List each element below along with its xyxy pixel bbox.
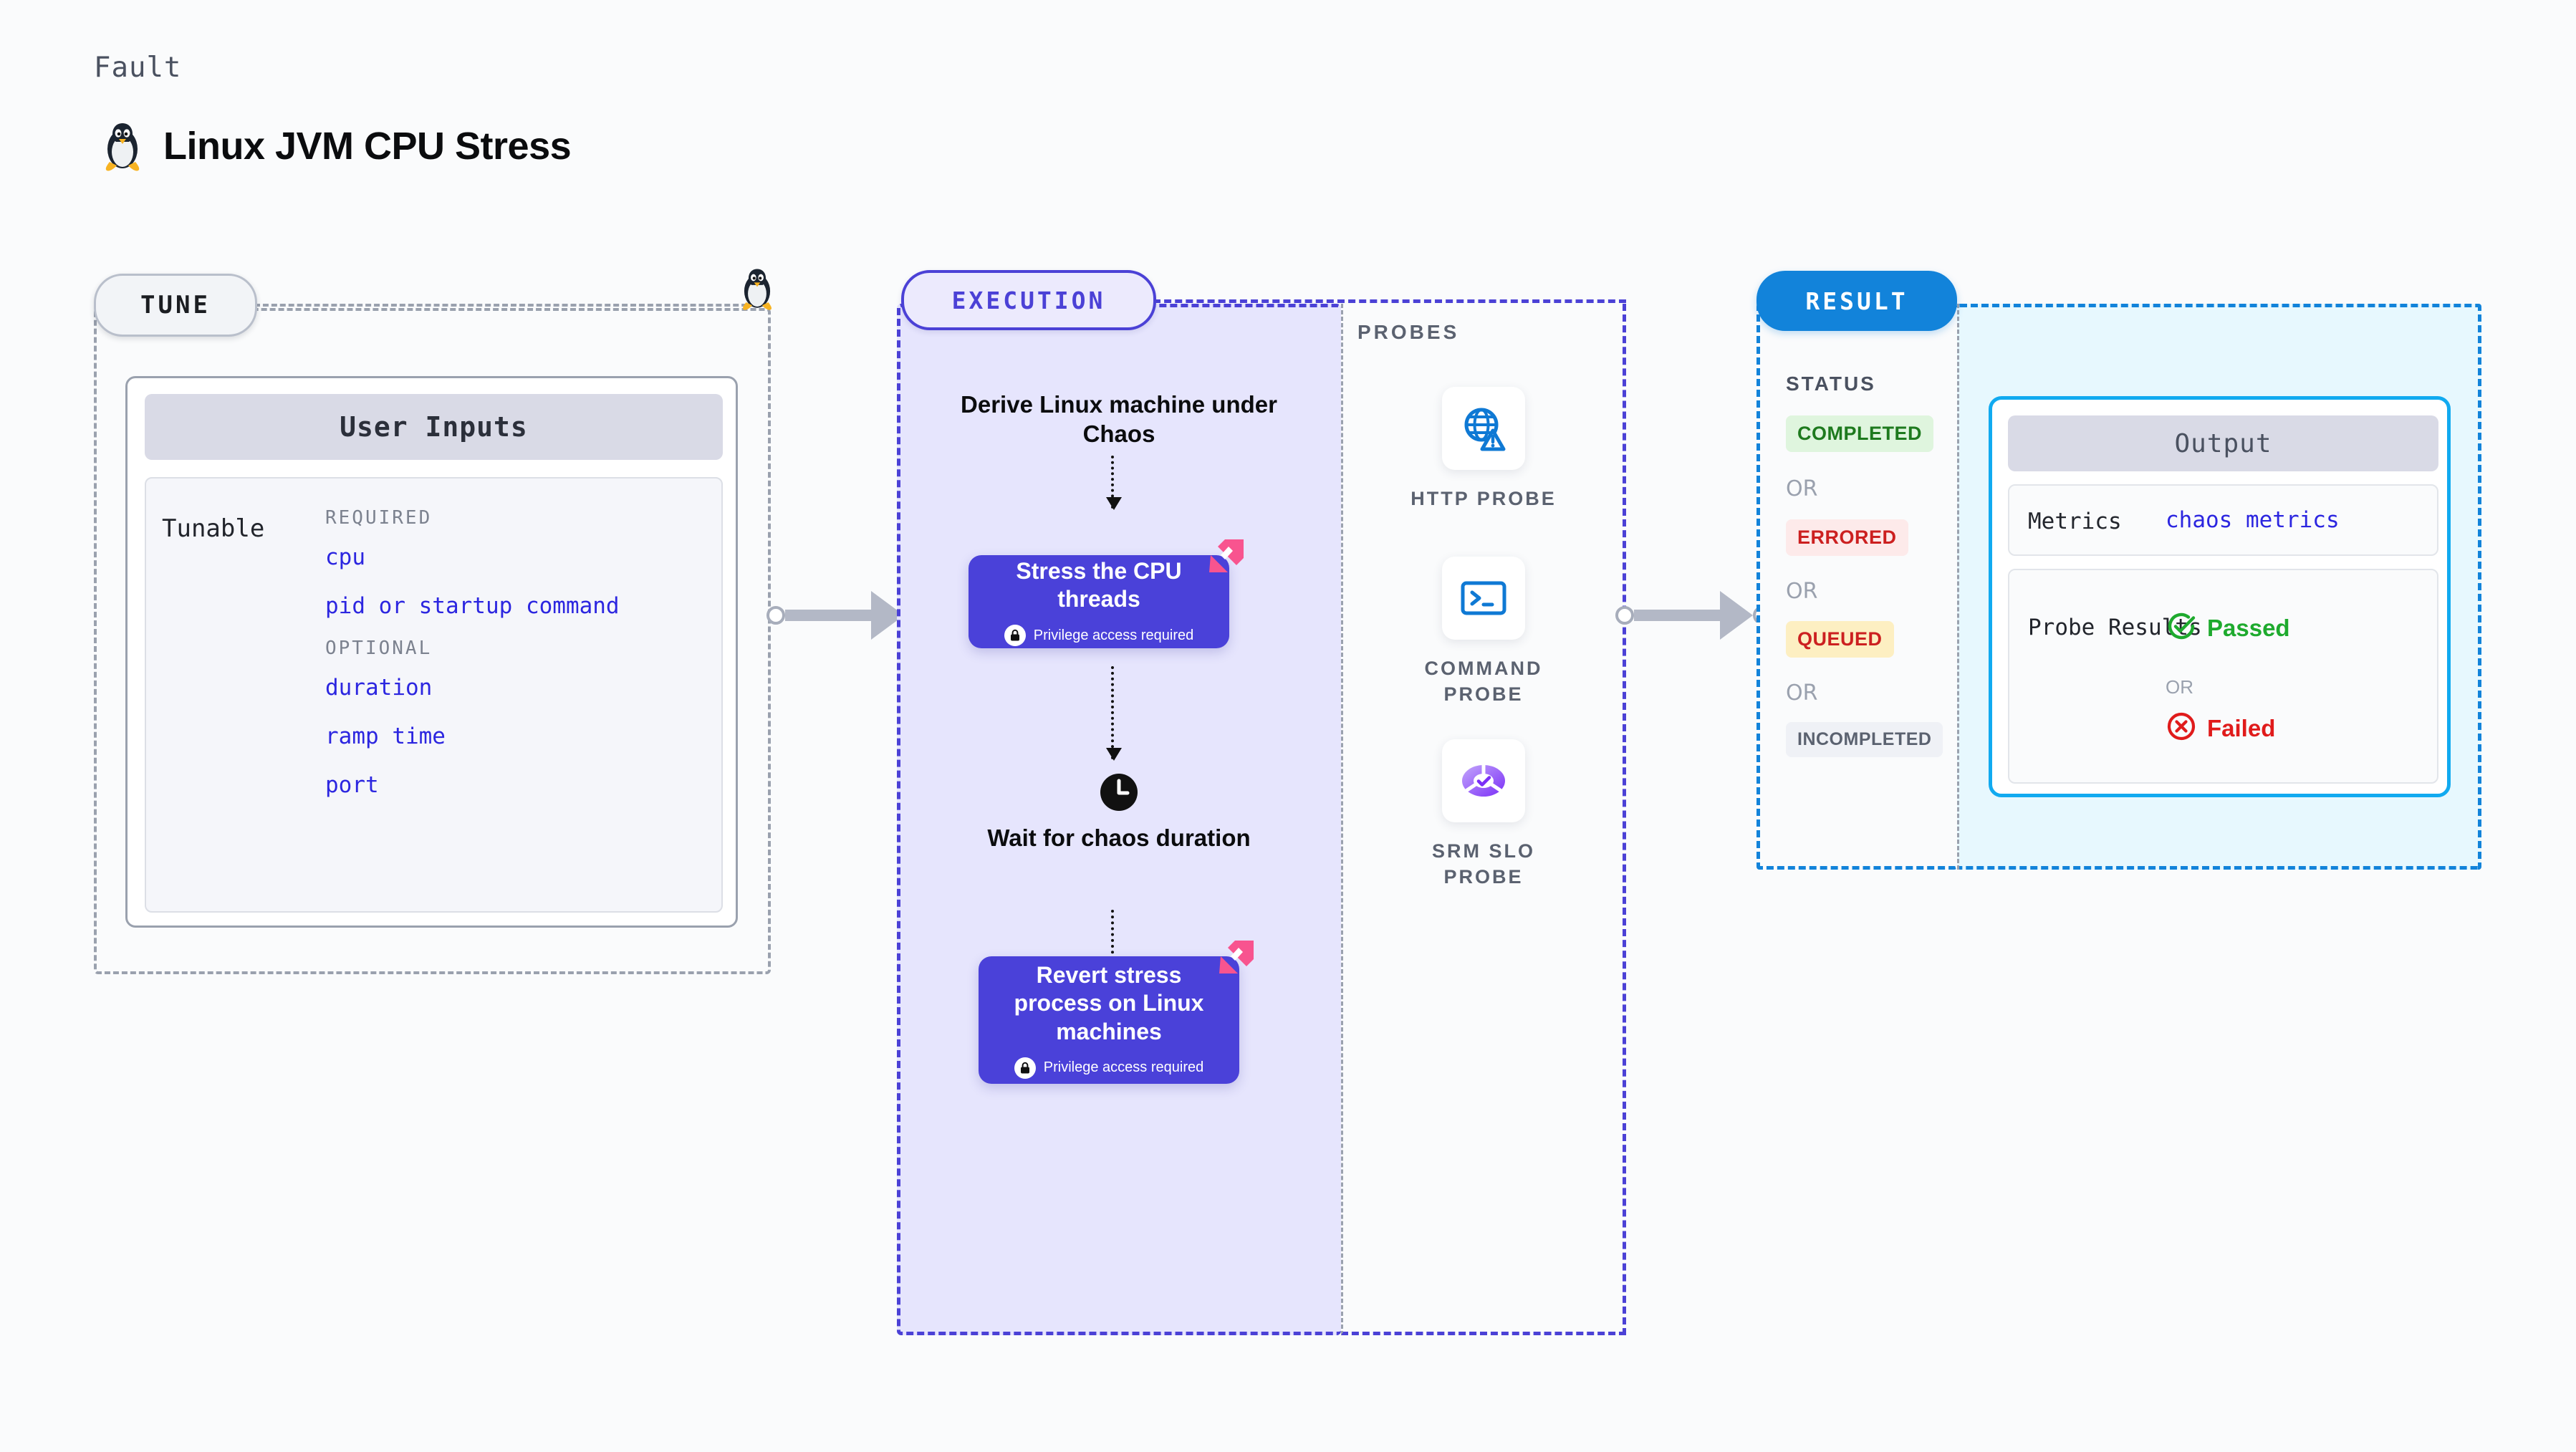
execution-arrow-2 xyxy=(1106,666,1122,761)
clock-icon xyxy=(954,772,1284,812)
tunable-label: Tunable xyxy=(162,514,265,543)
connector-execution-to-result xyxy=(1615,591,1772,640)
probe-result-passed: Passed xyxy=(2166,610,2290,645)
param-port[interactable]: port xyxy=(325,772,379,798)
connector-bar xyxy=(785,610,871,621)
output-row-metrics: Metrics chaos metrics xyxy=(2008,484,2438,556)
output-card: Output Metrics chaos metrics Probe Resul… xyxy=(1989,396,2451,797)
metrics-value[interactable]: chaos metrics xyxy=(2166,507,2340,533)
param-duration[interactable]: duration xyxy=(325,675,433,701)
probe-srm-slo-label: SRM SLO PROBE xyxy=(1431,840,1535,888)
execution-block-stress-cpu-label: Stress the CPU threads xyxy=(1016,557,1182,612)
connector-bar xyxy=(1634,610,1720,621)
probe-command-label: COMMAND PROBE xyxy=(1424,658,1543,706)
status-badge-errored: ERRORED xyxy=(1786,519,1908,556)
execution-connector-line xyxy=(1153,299,1626,303)
globe-warning-icon xyxy=(1442,387,1525,470)
probes-title: PROBES xyxy=(1357,321,1460,343)
metrics-key: Metrics xyxy=(2028,509,2122,534)
execution-panel xyxy=(897,304,1341,1335)
privilege-notice-2-label: Privilege access required xyxy=(1043,1059,1204,1076)
result-badge[interactable]: RESULT xyxy=(1756,271,1957,331)
status-badge-queued: QUEUED xyxy=(1786,621,1894,658)
execution-node-derive: Derive Linux machine under Chaos xyxy=(954,390,1284,449)
param-pid-or-startup-command[interactable]: pid or startup command xyxy=(325,593,620,619)
page-title: Linux JVM CPU Stress xyxy=(163,125,572,168)
result-panel-divider xyxy=(1957,304,1959,870)
tux-penguin-icon xyxy=(100,120,145,172)
param-group-optional-title: OPTIONAL xyxy=(325,638,433,659)
privilege-notice: Privilege access required xyxy=(1004,625,1194,647)
execution-node-derive-label: Derive Linux machine under Chaos xyxy=(961,391,1277,447)
connector-arrowhead xyxy=(1720,591,1753,640)
probe-result-or: OR xyxy=(2166,676,2193,698)
status-or-3: OR xyxy=(1786,681,1818,706)
page-eyebrow: Fault xyxy=(94,52,182,84)
probe-result-passed-label: Passed xyxy=(2207,614,2290,641)
status-title: STATUS xyxy=(1786,372,1876,395)
execution-badge[interactable]: EXECUTION xyxy=(901,270,1156,330)
execution-node-wait: Wait for chaos duration xyxy=(954,772,1284,853)
output-row-probe-results: Probe Results Passed OR F xyxy=(2008,569,2438,784)
tune-connector-line xyxy=(254,304,764,307)
srm-slo-icon xyxy=(1442,739,1525,822)
execution-block-stress-cpu[interactable]: Stress the CPU threads Privilege access … xyxy=(969,539,1244,648)
user-inputs-card-body: Tunable REQUIRED cpu pid or startup comm… xyxy=(145,477,723,913)
probe-srm-slo[interactable]: SRM SLO PROBE xyxy=(1398,739,1570,890)
execution-block-revert-stress[interactable]: Revert stress process on Linux machines … xyxy=(979,941,1254,1084)
connector-start-dot xyxy=(766,606,785,625)
connector-start-dot xyxy=(1615,606,1634,625)
status-or-1: OR xyxy=(1786,476,1818,501)
param-cpu[interactable]: cpu xyxy=(325,544,365,570)
harness-corner-icon xyxy=(1205,538,1245,580)
status-badge-completed: COMPLETED xyxy=(1786,415,1934,452)
privilege-notice-label: Privilege access required xyxy=(1033,627,1194,643)
user-inputs-card-title: User Inputs xyxy=(145,394,723,460)
param-group-required-title: REQUIRED xyxy=(325,507,433,529)
execution-block-revert-stress-label: Revert stress process on Linux machines xyxy=(1014,962,1204,1044)
x-circle-icon xyxy=(2166,711,2197,746)
lock-icon xyxy=(1014,1057,1036,1079)
probe-http-label: HTTP PROBE xyxy=(1410,488,1557,509)
status-badge-incompleted: INCOMPLETED xyxy=(1786,722,1943,757)
page-title-row: Linux JVM CPU Stress xyxy=(100,120,572,172)
probe-result-failed: Failed xyxy=(2166,711,2275,746)
tunable-parameter-list: REQUIRED cpu pid or startup command OPTI… xyxy=(325,507,712,821)
tune-badge[interactable]: TUNE xyxy=(94,274,257,337)
probe-result-failed-label: Failed xyxy=(2207,714,2276,741)
execution-arrow-1 xyxy=(1106,456,1122,510)
terminal-icon xyxy=(1442,557,1525,640)
probe-command[interactable]: COMMAND PROBE xyxy=(1398,557,1570,708)
privilege-notice-2: Privilege access required xyxy=(1014,1057,1203,1079)
tux-penguin-marker-icon xyxy=(738,266,777,314)
user-inputs-card: User Inputs Tunable REQUIRED cpu pid or … xyxy=(125,376,738,928)
check-circle-icon xyxy=(2166,610,2197,645)
output-card-title: Output xyxy=(2008,415,2438,471)
harness-corner-icon xyxy=(1215,939,1255,981)
param-ramp-time[interactable]: ramp time xyxy=(325,723,446,749)
status-or-2: OR xyxy=(1786,579,1818,604)
probe-http[interactable]: HTTP PROBE xyxy=(1398,387,1570,511)
lock-icon xyxy=(1004,625,1026,647)
execution-node-wait-label: Wait for chaos duration xyxy=(987,824,1251,851)
